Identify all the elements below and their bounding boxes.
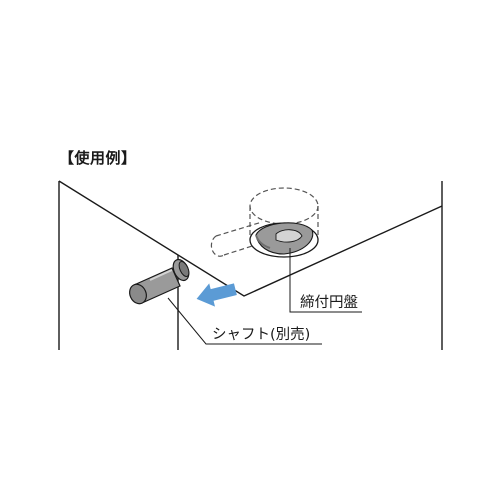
section-heading: 【使用例】	[59, 149, 137, 167]
shaft-leader-line	[167, 297, 322, 345]
shaft-part	[129, 258, 190, 305]
disc-leader-line	[289, 248, 362, 313]
insertion-direction-arrow-icon	[196, 283, 237, 307]
shaft-label: シャフト(別売)	[212, 326, 310, 343]
shaft-bore-hidden-outline	[210, 221, 269, 257]
disc-label: 締付円盤	[300, 294, 358, 311]
tightening-disc	[249, 222, 319, 258]
top-panel-outline	[58, 180, 443, 297]
